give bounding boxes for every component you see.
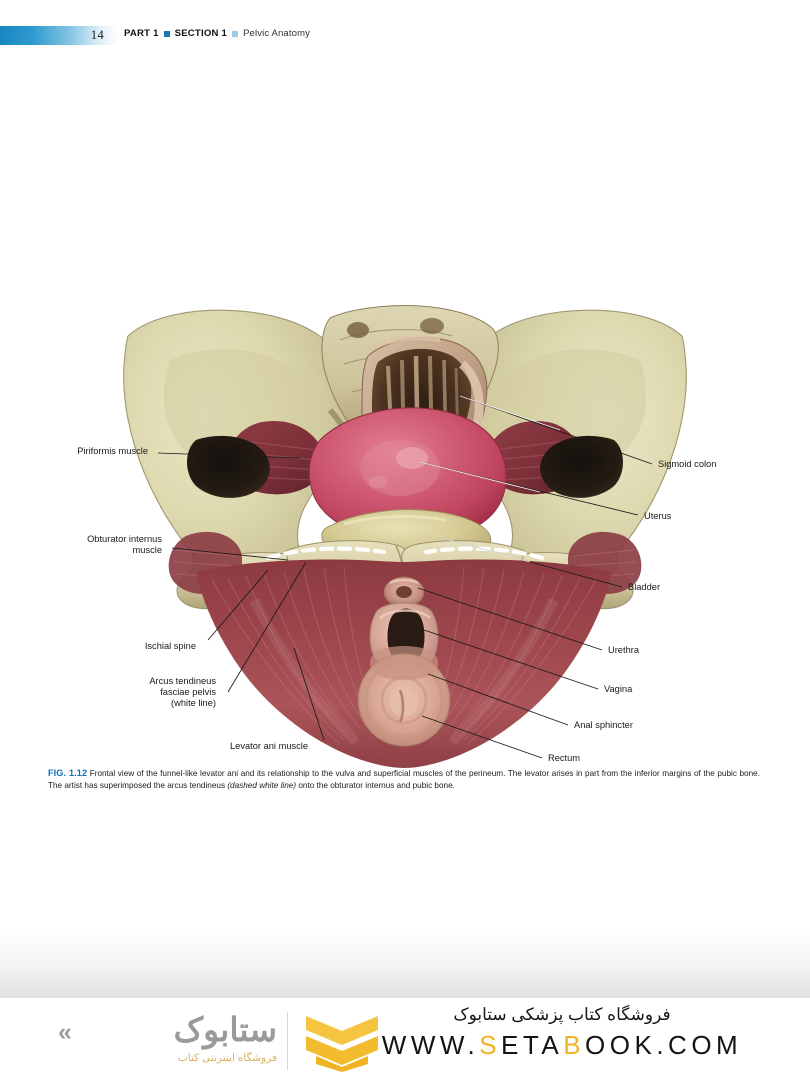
uterus-highlight	[360, 440, 440, 496]
url-prefix: WWW.	[381, 1030, 480, 1060]
url-suffix: OOK.COM	[585, 1030, 743, 1060]
page-number: 14	[90, 28, 104, 42]
logo-wordmark-text: ستابوک	[173, 1011, 278, 1048]
sacral-ridge-1	[339, 329, 453, 341]
caption-text-part1: Frontal view of the funnel-like levator …	[48, 769, 760, 790]
logo-divider	[287, 1012, 288, 1070]
label-bladder: Bladder	[628, 582, 661, 592]
label-rectum: Rectum	[548, 753, 581, 763]
label-obturator-internus-muscle: Obturator internus muscle	[87, 534, 162, 556]
label-uterus: Uterus	[644, 511, 672, 521]
setabook-logo[interactable]: « ستابوک فروشگاه اینترنتی کتاب	[58, 1004, 378, 1074]
subject-label: Pelvic Anatomy	[243, 28, 311, 39]
caption-text-italic: (dashed white line)	[227, 780, 297, 790]
bullet-square-dark-icon	[163, 30, 170, 37]
brand-url[interactable]: WWW.SETABOOK.COM	[352, 1028, 772, 1062]
pelvis-anatomy-svg	[123, 305, 687, 768]
right-sciatic-foramen	[540, 435, 623, 498]
uterus-specular	[396, 447, 428, 469]
label-ischial-spine: Ischial spine	[144, 641, 196, 651]
label-arcus-tendineus: Arcus tendineus fasciae pelvis (white li…	[149, 676, 216, 709]
bladder-highlight	[343, 515, 447, 526]
figure-illustration	[0, 300, 810, 770]
brand-block: فروشگاه کتاب پزشکی ستابوک WWW.SETABOOK.C…	[352, 1002, 772, 1062]
logo-tagline: فروشگاه اینترنتی کتاب	[177, 1052, 277, 1064]
label-piriformis-muscle: Piriformis muscle	[77, 446, 148, 456]
sacral-notch-right	[420, 318, 444, 334]
url-letters-eta: ETA	[501, 1030, 564, 1060]
folio-gradient-bar	[0, 26, 118, 45]
arcus-tendineus-left-dashed	[265, 546, 387, 561]
figure-caption: FIG. 1.12 Frontal view of the funnel-lik…	[48, 768, 760, 791]
levator-striations	[211, 565, 597, 745]
arcus-tendineus-right-dashed	[423, 546, 545, 561]
rectum-opening	[370, 646, 438, 680]
logo-chevron-left-icon: «	[58, 1018, 72, 1046]
uterus-specular-2	[369, 476, 387, 488]
section-label: SECTION 1	[174, 28, 228, 39]
caption-text-part2: onto the obturator internus and pubic bo…	[296, 780, 455, 790]
part-label: PART 1	[124, 28, 159, 39]
label-urethra: Urethra	[608, 645, 640, 655]
url-letter-b: B	[563, 1030, 586, 1060]
uterus-body	[308, 407, 507, 542]
levator-highlight-right	[448, 597, 559, 746]
urethra-shape	[383, 576, 425, 608]
bullet-square-light-icon	[232, 30, 239, 37]
label-sigmoid-colon: Sigmoid colon	[658, 459, 717, 469]
label-vagina: Vagina	[604, 684, 633, 694]
brand-persian-text: فروشگاه کتاب پزشکی ستابوک	[453, 1005, 671, 1024]
levator-highlight-left	[249, 597, 360, 746]
page-footer: « ستابوک فروشگاه اینترنتی کتاب فروشگاه ک…	[0, 998, 810, 1080]
figure-number: FIG. 1.12	[48, 768, 88, 778]
running-head: PART 1 SECTION 1 Pelvic Anatomy	[124, 28, 310, 39]
gold-chevron-icon	[306, 1016, 378, 1072]
footer-gradient-band	[0, 930, 810, 1000]
leader-lines-white-segments	[419, 395, 561, 563]
logo-chevron-mark	[302, 1014, 382, 1072]
logo-wordmark: ستابوک	[62, 1010, 278, 1052]
page-header: 14 PART 1 SECTION 1 Pelvic Anatomy	[0, 0, 810, 62]
left-sciatic-foramen	[187, 435, 270, 498]
sacral-notch-left	[347, 322, 369, 338]
label-levator-ani-muscle: Levator ani muscle	[230, 741, 309, 751]
label-anal-sphincter: Anal sphincter	[574, 720, 633, 730]
url-letter-s: S	[479, 1030, 502, 1060]
